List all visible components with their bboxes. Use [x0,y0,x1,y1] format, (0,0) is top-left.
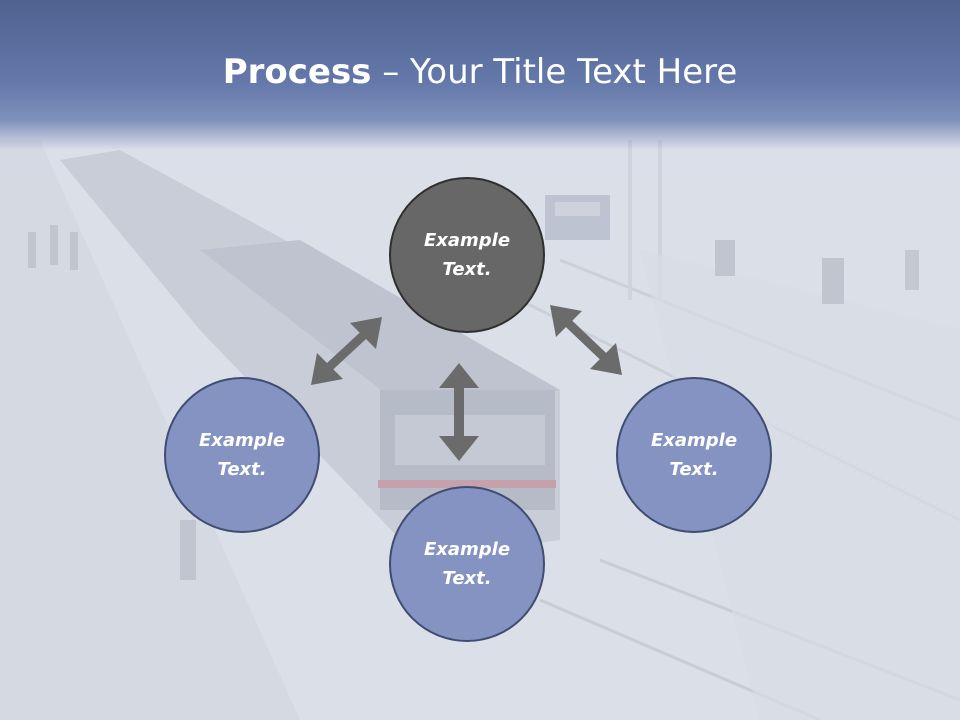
double-arrow-vertical-icon [439,363,479,461]
node-label-line1: Example [650,430,738,451]
node-label-line2: Text. [442,259,492,280]
process-node-left[interactable]: Example Text. [164,377,320,533]
node-label-line1: Example [423,230,511,251]
node-label-line2: Text. [669,459,719,480]
node-label-line1: Example [198,430,286,451]
slide-title: Process – Your Title Text Here [0,52,960,92]
double-arrow-left-icon [311,317,382,385]
process-node-bottom[interactable]: Example Text. [389,486,545,642]
title-banner [0,0,960,150]
process-node-top[interactable]: Example Text. [389,177,545,333]
process-node-right[interactable]: Example Text. [616,377,772,533]
node-label-line2: Text. [217,459,267,480]
title-rest: – Your Title Text Here [371,52,738,92]
title-bold: Process [222,52,372,92]
double-arrow-right-icon [550,305,622,375]
node-label-line1: Example [423,539,511,560]
node-label-line2: Text. [442,568,492,589]
